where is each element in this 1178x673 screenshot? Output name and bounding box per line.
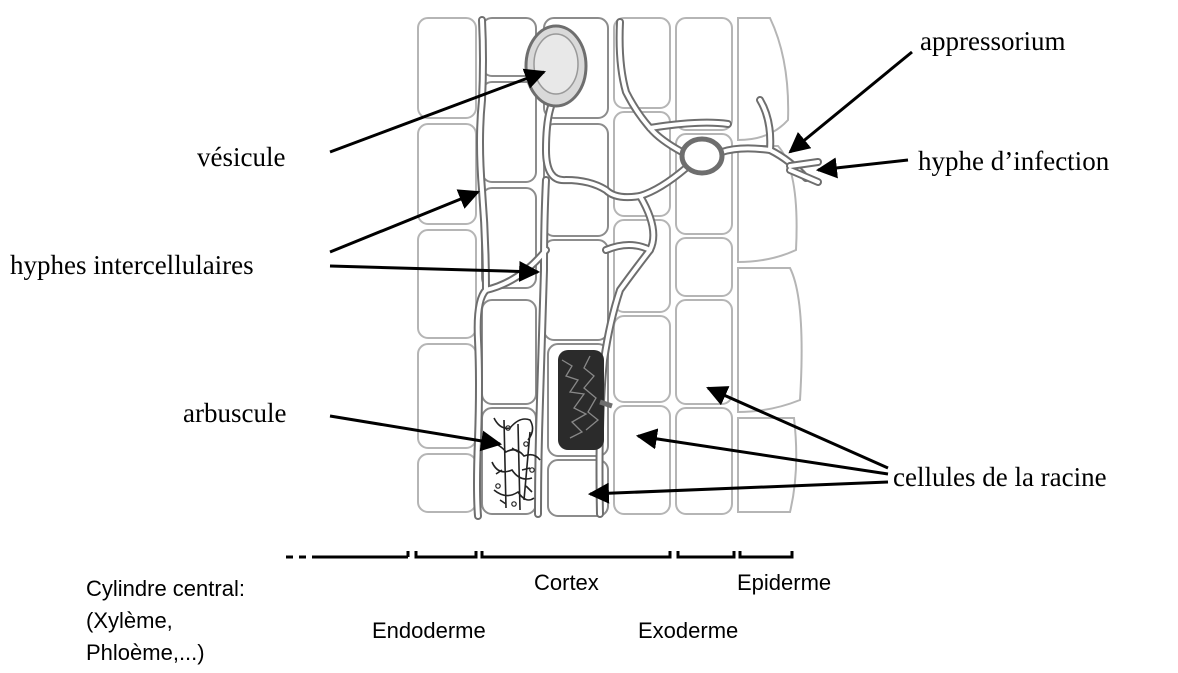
label-vesicule: vésicule: [197, 142, 285, 172]
tissue-labels: Cylindre central: (Xylème, Phloème,...) …: [86, 570, 831, 665]
dense-arbuscule: [558, 350, 612, 450]
arrow-hyphe-infection: [818, 160, 908, 170]
arrow-appressorium: [790, 52, 912, 152]
infection-hypha-tips: [790, 162, 818, 182]
label-cylindre-1: Cylindre central:: [86, 576, 245, 601]
label-appressorium: appressorium: [920, 26, 1065, 56]
label-cylindre-3: Phloème,...): [86, 640, 205, 665]
label-cellules-racine: cellules de la racine: [893, 462, 1107, 492]
label-endoderme: Endoderme: [372, 618, 486, 643]
label-hyphes-intercellulaires: hyphes intercellulaires: [10, 250, 254, 280]
epidermis-cells: [738, 18, 802, 512]
label-cylindre-2: (Xylème,: [86, 608, 173, 633]
label-hyphe-infection: hyphe d’infection: [918, 146, 1110, 176]
exodermis-cells: [676, 18, 732, 514]
hyphal-coil: [682, 139, 722, 173]
label-exoderme: Exoderme: [638, 618, 738, 643]
label-epiderme: Epiderme: [737, 570, 831, 595]
label-arbuscule: arbuscule: [183, 398, 286, 428]
tissue-scale-bar: [286, 551, 792, 557]
vesicle-shape: [526, 26, 586, 106]
label-cortex: Cortex: [534, 570, 599, 595]
